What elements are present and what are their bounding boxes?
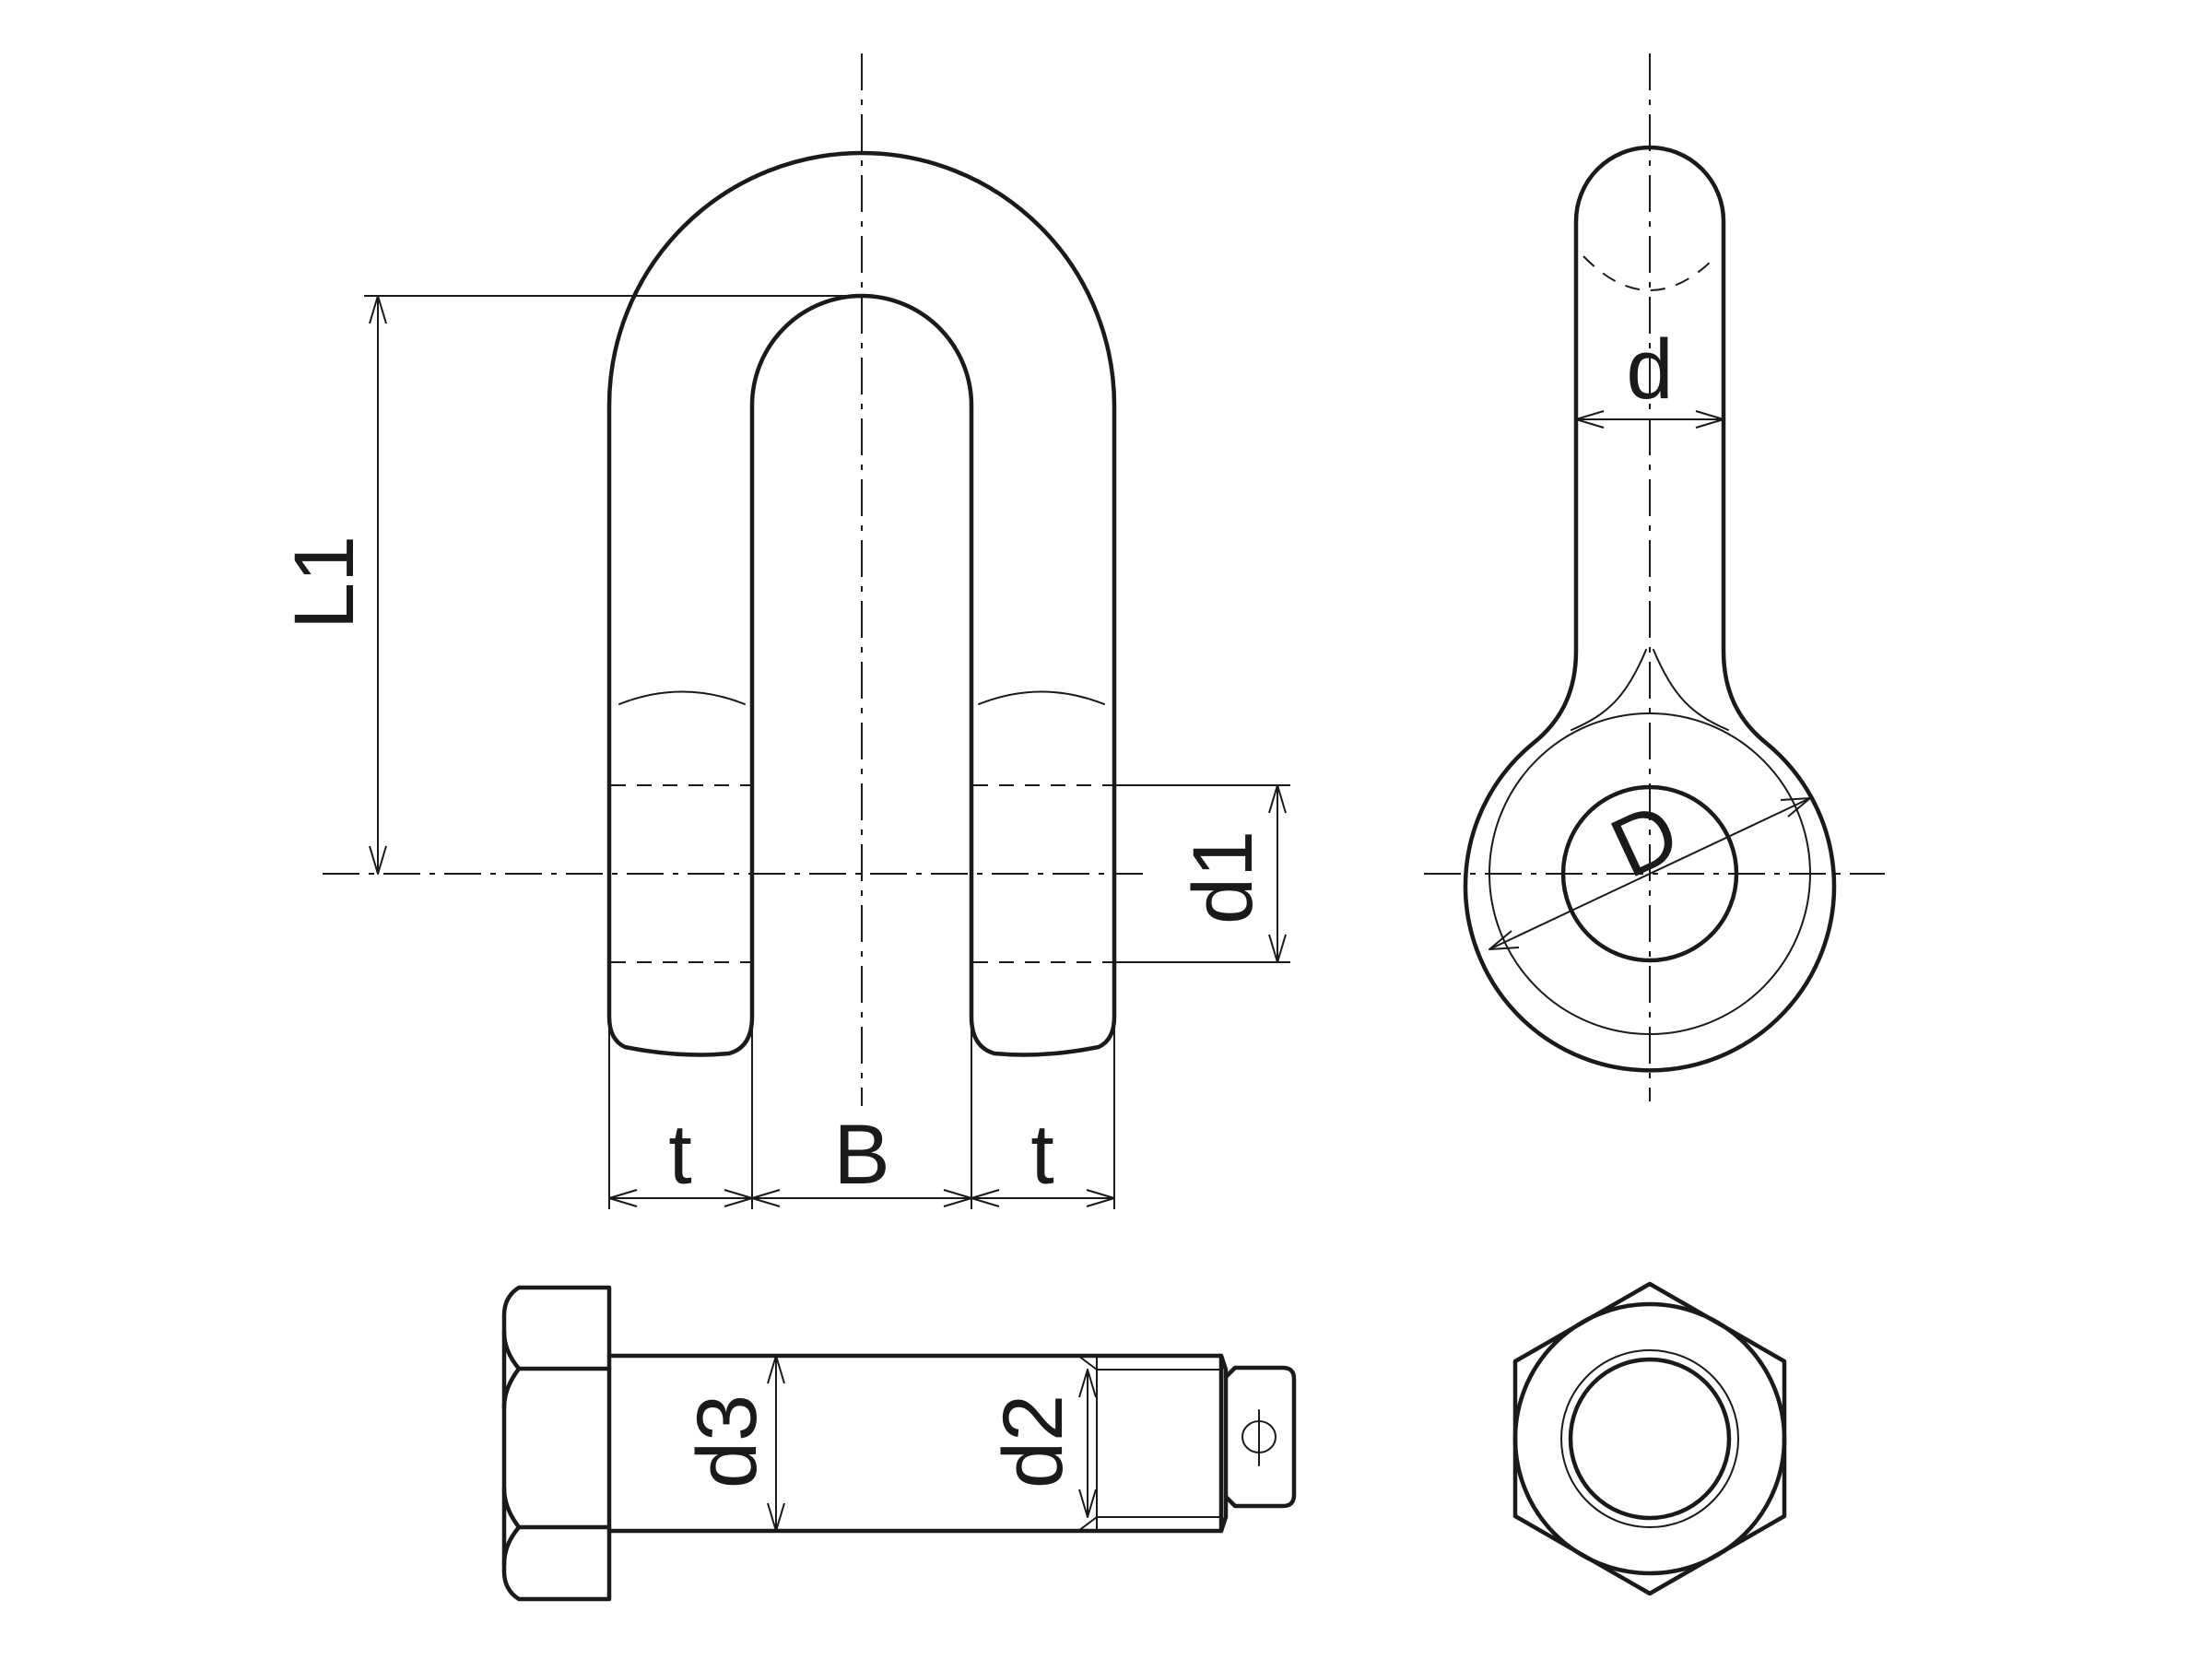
b-label: B (833, 1108, 889, 1202)
thread-chamfer-top (1077, 1355, 1098, 1371)
d3-arrow-bottom (767, 1502, 785, 1532)
dia-arrow-b (1780, 797, 1811, 818)
hex-end-view (1512, 1281, 1787, 1596)
head-facet-top-mid (501, 1366, 522, 1410)
d1-label: d1 (1176, 830, 1270, 924)
pin-view: d3 d2 (501, 1285, 1297, 1602)
d3-label: d3 (680, 1394, 774, 1488)
dia-dimension-line (1488, 797, 1811, 950)
l1-arrow-top (369, 295, 387, 324)
t-right-label: t (1030, 1108, 1054, 1202)
bolt-head-outline (501, 1285, 612, 1602)
d1-arrow-bottom (1268, 934, 1287, 963)
d2-label: d2 (986, 1394, 1080, 1488)
thread-outer-circle (1560, 1349, 1739, 1528)
l1-label: L1 (277, 535, 371, 629)
d3-arrow-top (767, 1355, 785, 1384)
shackle-outer-left-leg (606, 403, 755, 1057)
d2-arrow-top (1078, 1369, 1097, 1398)
hex-chamfer-circle (1512, 1301, 1787, 1576)
left-eye-arc (618, 690, 746, 705)
neck-curve-right (1653, 649, 1729, 731)
t-right-arrow-l (971, 1189, 1000, 1207)
d-arrow-r (1695, 410, 1724, 429)
head-facet-top (501, 1329, 612, 1371)
b-arrow-l (751, 1189, 781, 1207)
t-right-arrow-r (1086, 1189, 1115, 1207)
l1-arrow-bottom (369, 845, 387, 875)
d-arrow-l (1575, 410, 1605, 429)
thread-inner-circle (1568, 1357, 1732, 1521)
pin-tip (1223, 1365, 1297, 1509)
pin-shank (606, 1353, 1229, 1534)
d2-arrow-bottom (1078, 1488, 1097, 1518)
dia-arrow-a (1488, 930, 1520, 950)
side-outline (1463, 145, 1837, 1073)
head-facet-bottom (501, 1524, 612, 1567)
dia-label: D (1597, 785, 1692, 897)
neck-curve-left (1571, 649, 1647, 731)
shackle-outer-outline (606, 150, 1117, 1057)
hex-outline (1512, 1281, 1787, 1596)
top-hidden-arc (1583, 255, 1717, 291)
d-label: d (1626, 323, 1673, 417)
side-view: d D (1424, 53, 1885, 1101)
right-eye-arc (978, 690, 1105, 705)
t-left-label: t (668, 1108, 692, 1202)
thread-chamfer-bottom (1077, 1516, 1098, 1532)
front-view: L1 d1 t B t (277, 53, 1290, 1209)
d1-arrow-top (1268, 784, 1287, 814)
t-left-arrow-l (608, 1189, 638, 1207)
head-facet-bottom-mid (501, 1486, 522, 1530)
